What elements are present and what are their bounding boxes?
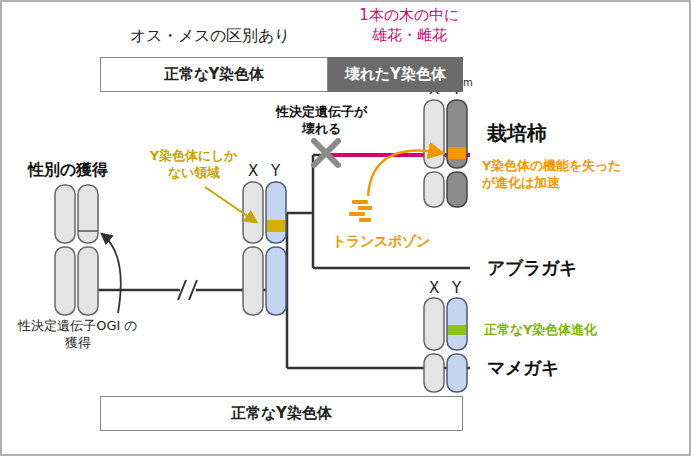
chromosome-arm	[243, 182, 263, 243]
broken-band-box: 壊れたY染色体	[328, 57, 463, 92]
chromosome-arm	[424, 298, 444, 350]
chromosome	[447, 298, 467, 392]
chromosome-arm	[266, 247, 286, 315]
species-name: アブラガキ	[487, 256, 577, 279]
chromosome-arm	[78, 185, 98, 243]
box-label: 壊れたY染色体	[345, 65, 446, 84]
gene-note: 性決定遺伝子OGI の獲得	[18, 318, 138, 352]
chromosome-letter: Y	[271, 162, 280, 182]
chromosome-band-box: 正常なY染色体	[100, 57, 328, 92]
chromosome-band	[448, 325, 466, 335]
superscript: m	[463, 76, 473, 89]
chromosome-arm	[447, 100, 467, 168]
break-note: 性決定遺伝子が 壊れる	[272, 104, 371, 138]
stage-heading: 性別の獲得	[28, 160, 108, 181]
chromosome	[55, 185, 75, 315]
chromosome-band	[448, 147, 466, 159]
box-label: 正常なY染色体	[164, 65, 265, 84]
transposon-arrow	[368, 151, 442, 196]
evolution-note: 正常なY染色体進化	[484, 322, 597, 339]
gene-mark	[78, 230, 98, 232]
chromosome-arm	[424, 354, 444, 392]
region-arrow	[205, 187, 256, 222]
chromosome-arm	[447, 172, 467, 207]
effect-note: Y染色体の機能を失った が進化は加速	[482, 158, 630, 192]
phylogeny-lines	[98, 155, 470, 368]
chromosome-arm	[266, 182, 286, 243]
box-label: 正常なY染色体	[231, 404, 332, 423]
chromosome-arm	[447, 354, 467, 392]
transposon-label: トランスポゾン	[332, 232, 430, 250]
chromosome-letter: Y	[452, 279, 461, 299]
chromosome	[243, 182, 263, 315]
broken-mark	[314, 141, 338, 165]
chromosome-band-box: 正常なY染色体	[100, 396, 463, 431]
chromosome-letter: X	[429, 279, 439, 299]
chromosome	[78, 185, 98, 315]
break-marks	[178, 280, 197, 300]
chromosome-band	[267, 220, 285, 232]
chromosomes	[55, 100, 467, 392]
chromosome-arm	[55, 247, 75, 315]
chromosome-letter: X	[248, 162, 258, 182]
region-note: Y染色体にしか ない領域	[148, 148, 239, 182]
chromosome-arm	[447, 298, 467, 350]
chromosome-arm	[243, 247, 263, 315]
group-note: オス・メスの区別あり	[130, 26, 290, 47]
gene-arrow	[102, 234, 121, 313]
chromosome-arm	[78, 247, 98, 315]
chromosome	[424, 298, 444, 392]
chromosome-arm	[55, 185, 75, 243]
species-name: マメガキ	[487, 356, 559, 379]
species-name: 栽培柿	[487, 120, 547, 146]
transposon-pieces	[349, 200, 372, 222]
chromosome	[447, 100, 467, 207]
chromosome-arm	[424, 100, 444, 168]
flower-note: 1本の木の中に 雄花・雌花	[352, 6, 466, 45]
chromosome-arm	[424, 172, 444, 207]
chromosome	[266, 182, 286, 315]
